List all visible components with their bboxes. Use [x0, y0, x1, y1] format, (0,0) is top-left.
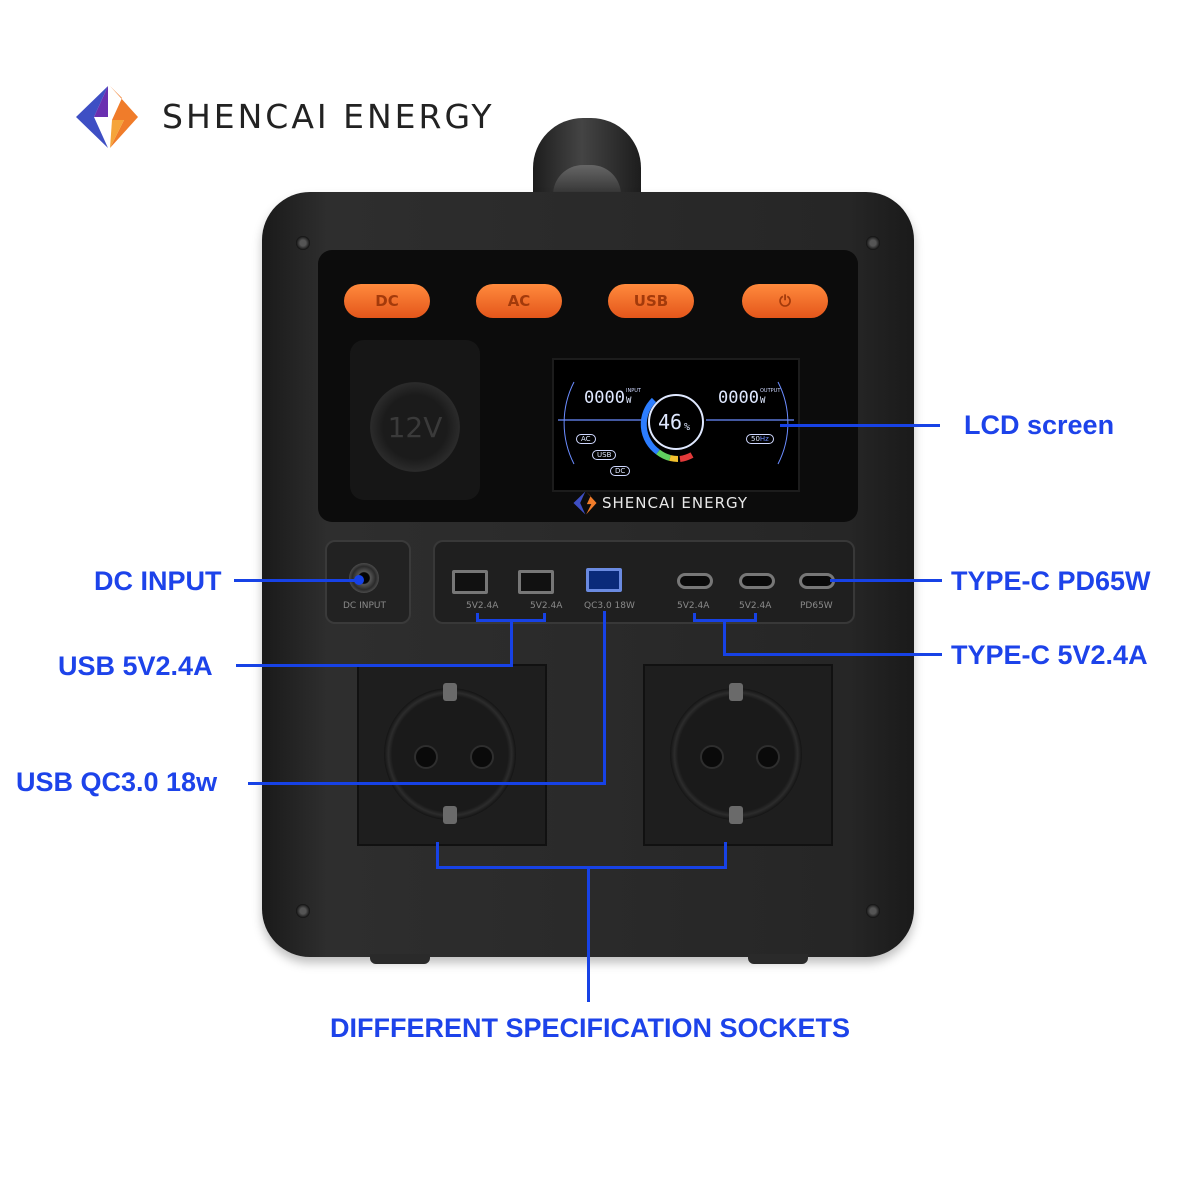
lcd-callout-line [780, 424, 940, 427]
screw-icon [866, 904, 880, 918]
input-unit: W [626, 396, 632, 406]
outlet-pin-hole [700, 745, 724, 769]
port-label: 5V2.4A [677, 601, 710, 611]
ac-outlet[interactable] [670, 688, 802, 820]
usb-c-callout-line [723, 653, 942, 656]
frequency-unit: Hz [759, 435, 769, 443]
output-watts: 0000 [718, 388, 759, 408]
screen-logo-icon [573, 491, 597, 515]
lightning-logo-icon [76, 86, 138, 148]
brand-name: SHENCAI ENERGY [162, 97, 495, 136]
ground-clip [729, 806, 743, 824]
dc-button[interactable]: DC [344, 284, 430, 318]
usb-qc-callout: USB QC3.0 18w [16, 767, 218, 797]
socket-tick [436, 842, 439, 868]
socket-bracket [436, 866, 727, 869]
ground-clip [443, 683, 457, 701]
car-socket-label: 12V [387, 410, 443, 444]
usb-button[interactable]: USB [608, 284, 694, 318]
socket-drop [587, 866, 590, 1002]
usb-c-port[interactable] [739, 573, 775, 589]
output-port-panel [433, 540, 855, 624]
pdc-callout-line [830, 579, 942, 582]
port-label: 5V2.4A [466, 601, 499, 611]
device-foot [748, 954, 808, 964]
lcd-screen: 0000 W INPUT 0000 W OUTPUT 46 % AC USB D… [552, 358, 800, 492]
port-label: 5V2.4A [530, 601, 563, 611]
type-c-5v-callout: TYPE-C 5V2.4A [951, 640, 1148, 670]
usb-c-port[interactable] [677, 573, 713, 589]
dc-callout-dot [354, 575, 364, 585]
port-label: 5V2.4A [739, 601, 772, 611]
frequency-indicator: 50Hz [746, 434, 774, 444]
usb-c-tick [754, 613, 757, 621]
usb-a-tick [543, 613, 546, 621]
device-foot [370, 954, 430, 964]
lcd-graphics [558, 381, 794, 465]
ac-indicator: AC [576, 434, 596, 444]
port-label: PD65W [800, 601, 833, 611]
output-tag: OUTPUT [760, 388, 781, 394]
usb-c-tick [693, 613, 696, 621]
port-label: QC3.0 18W [584, 601, 635, 611]
dc-indicator: DC [610, 466, 631, 476]
usb-qc-port[interactable] [586, 568, 622, 592]
usb-a-callout: USB 5V2.4A [58, 651, 213, 681]
power-button[interactable]: ⏻ [742, 284, 828, 318]
type-c-pd-callout: TYPE-C PD65W [951, 566, 1151, 596]
output-unit: W [760, 396, 766, 406]
screw-icon [296, 236, 310, 250]
usb-c-drop [723, 619, 726, 655]
ground-clip [729, 683, 743, 701]
input-watts: 0000 [584, 388, 625, 408]
usb-a-drop [510, 619, 513, 667]
dc-callout-line [234, 579, 358, 582]
dc-input-label: DC INPUT [343, 601, 386, 611]
ac-button[interactable]: AC [476, 284, 562, 318]
car-socket-12v[interactable]: 12V [370, 382, 460, 472]
usb-a-callout-line [236, 664, 513, 667]
usb-a-port[interactable] [452, 570, 488, 594]
lcd-screen-callout: LCD screen [964, 410, 1115, 440]
ground-clip [443, 806, 457, 824]
frequency-value: 50 [751, 435, 760, 443]
usb-a-port[interactable] [518, 570, 554, 594]
screw-icon [296, 904, 310, 918]
usb-a-tick [476, 613, 479, 621]
outlet-pin-hole [414, 745, 438, 769]
ac-outlet[interactable] [384, 688, 516, 820]
qc-drop [603, 611, 606, 785]
screen-brand: SHENCAI ENERGY [602, 494, 749, 512]
usb-indicator: USB [592, 450, 617, 460]
battery-percent: 46 [658, 410, 683, 434]
input-tag: INPUT [626, 388, 641, 394]
sockets-callout: DIFFFERENT SPECIFICATION SOCKETS [330, 1013, 851, 1043]
battery-unit: % [684, 422, 691, 433]
socket-tick [724, 842, 727, 868]
outlet-pin-hole [756, 745, 780, 769]
dc-input-callout: DC INPUT [94, 566, 222, 596]
screw-icon [866, 236, 880, 250]
outlet-pin-hole [470, 745, 494, 769]
qc-callout-line [248, 782, 606, 785]
